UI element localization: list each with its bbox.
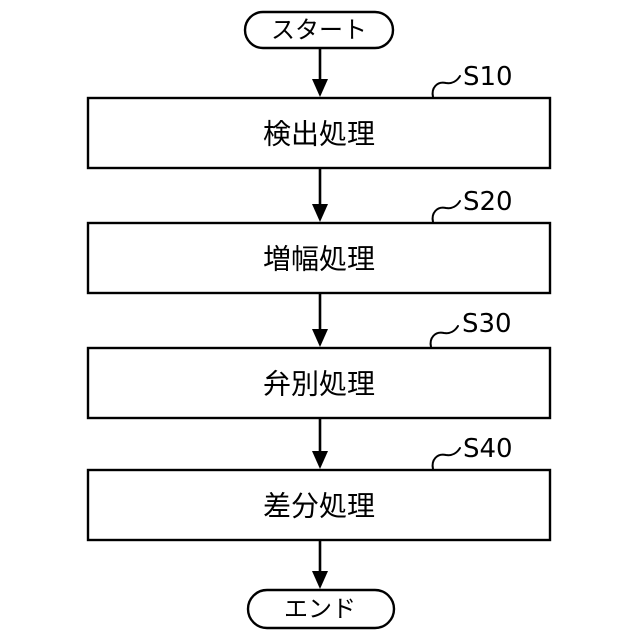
step-ref-label: S30	[462, 309, 512, 339]
step-ref-label: S40	[463, 434, 513, 464]
leader-curve	[431, 75, 461, 98]
flow-arrow	[312, 418, 328, 469]
end-terminal: エンド	[246, 588, 396, 630]
arrowhead-icon	[312, 451, 328, 469]
end-terminal-shape	[246, 588, 396, 630]
start-label: スタート	[271, 16, 367, 44]
leader-curve	[429, 325, 459, 348]
flow-arrow	[312, 48, 328, 97]
end-label: エンド	[284, 595, 356, 623]
process-box	[86, 346, 552, 420]
start-terminal: スタート	[243, 10, 395, 50]
process-step-2: 増幅処理 S20	[86, 187, 552, 295]
process-step-1: 検出処理 S10	[86, 62, 552, 170]
process-box	[86, 221, 552, 295]
process-label: 増幅処理	[263, 243, 375, 276]
arrowhead-icon	[312, 571, 328, 589]
arrowhead-icon	[312, 79, 328, 97]
arrowhead-icon	[312, 204, 328, 222]
process-box	[86, 96, 552, 170]
process-label: 差分処理	[263, 490, 375, 523]
process-step-4: 差分処理 S40	[86, 434, 552, 542]
arrowhead-icon	[312, 329, 328, 347]
step-ref-label: S20	[463, 187, 513, 217]
flow-arrow	[312, 168, 328, 222]
process-label: 検出処理	[263, 118, 375, 151]
leader-curve	[431, 447, 461, 470]
process-step-3: 弁別処理 S30	[86, 309, 552, 420]
flow-arrow	[312, 293, 328, 347]
step-ref-label: S10	[463, 62, 513, 92]
flow-arrow	[312, 540, 328, 589]
leader-curve	[431, 200, 461, 223]
process-label: 弁別処理	[263, 368, 375, 401]
